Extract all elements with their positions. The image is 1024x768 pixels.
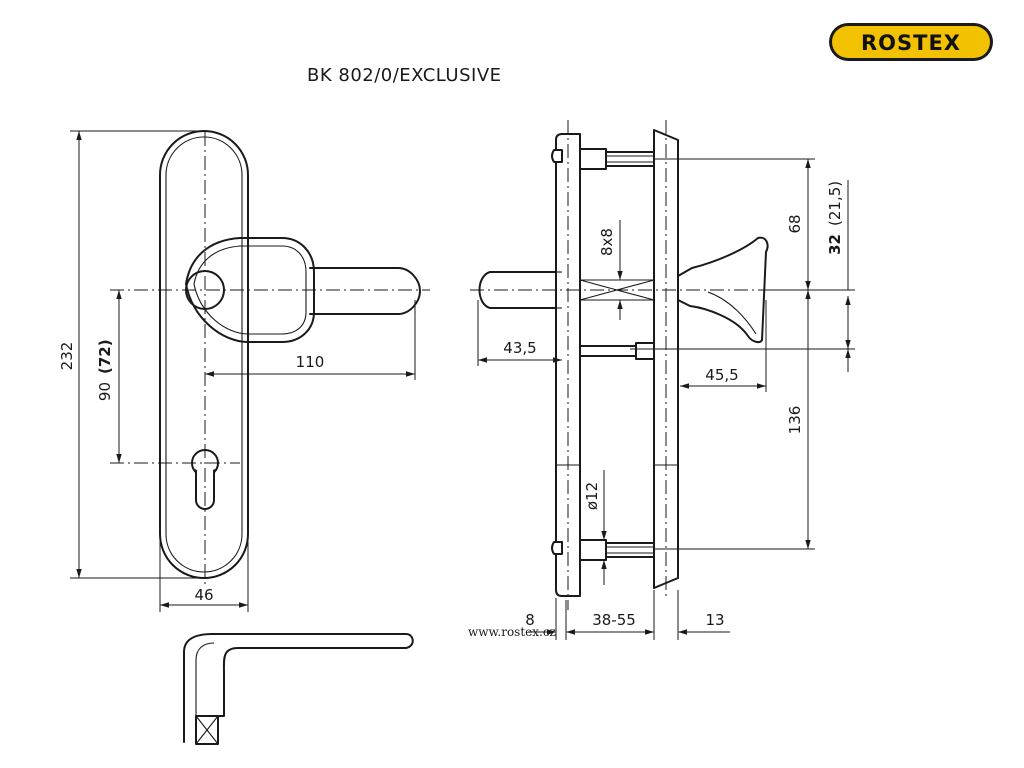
right-plate	[653, 129, 679, 589]
backplate-inner-outline	[165, 136, 243, 573]
drawing-title: BK 802/0/EXCLUSIVE	[307, 65, 502, 86]
handle-square-end	[195, 715, 219, 745]
logo-badge	[832, 26, 990, 58]
dim-total-height: 232	[58, 342, 76, 371]
left-plate	[555, 133, 581, 597]
dim-axis-upper-alt: (21,5)	[826, 181, 844, 226]
front-view: 232 90 (72) 110 46	[58, 130, 430, 612]
dim-handle-length: 110	[296, 353, 325, 371]
handle-top-outline	[183, 633, 414, 743]
handle-rose-outline	[185, 237, 315, 343]
dim-square: 8x8	[598, 228, 616, 256]
dim-spindle-out: 43,5	[503, 339, 536, 357]
handle-top-view	[183, 633, 414, 745]
spindle-outside	[478, 271, 557, 309]
bottom-screw	[551, 539, 655, 561]
dim-top-to-axis: 68	[786, 214, 804, 233]
dim-axis-to-bottom: 136	[786, 406, 804, 435]
handle-top-inner	[195, 642, 215, 716]
handle-rose-inner	[193, 245, 307, 335]
knob	[677, 236, 769, 344]
dim-knob-depth: 45,5	[705, 366, 738, 384]
logo-text: ROSTEX	[861, 31, 961, 55]
side-view: 8x8 43,5 45,5 68 32 (21,5) 136 ø12	[470, 120, 855, 640]
handle-lever	[309, 267, 421, 315]
dim-door-thickness: 38-55	[592, 611, 636, 629]
top-screw	[551, 148, 655, 170]
dim-distance-alt: (72)	[96, 339, 114, 374]
dim-plate-thickness-2: 13	[705, 611, 724, 629]
dim-plate-thickness: 8	[525, 611, 535, 629]
rostex-logo: ROSTEX	[829, 23, 993, 61]
website-url: www.rostex.cz	[468, 625, 556, 639]
dim-screw-dia: ø12	[583, 482, 601, 510]
middle-screw	[579, 342, 655, 360]
dim-distance: 90	[96, 382, 114, 401]
dim-axis-upper: 32	[826, 234, 844, 255]
backplate-outline	[159, 130, 249, 579]
knob-detail	[707, 291, 757, 335]
dim-plate-width: 46	[194, 586, 213, 604]
